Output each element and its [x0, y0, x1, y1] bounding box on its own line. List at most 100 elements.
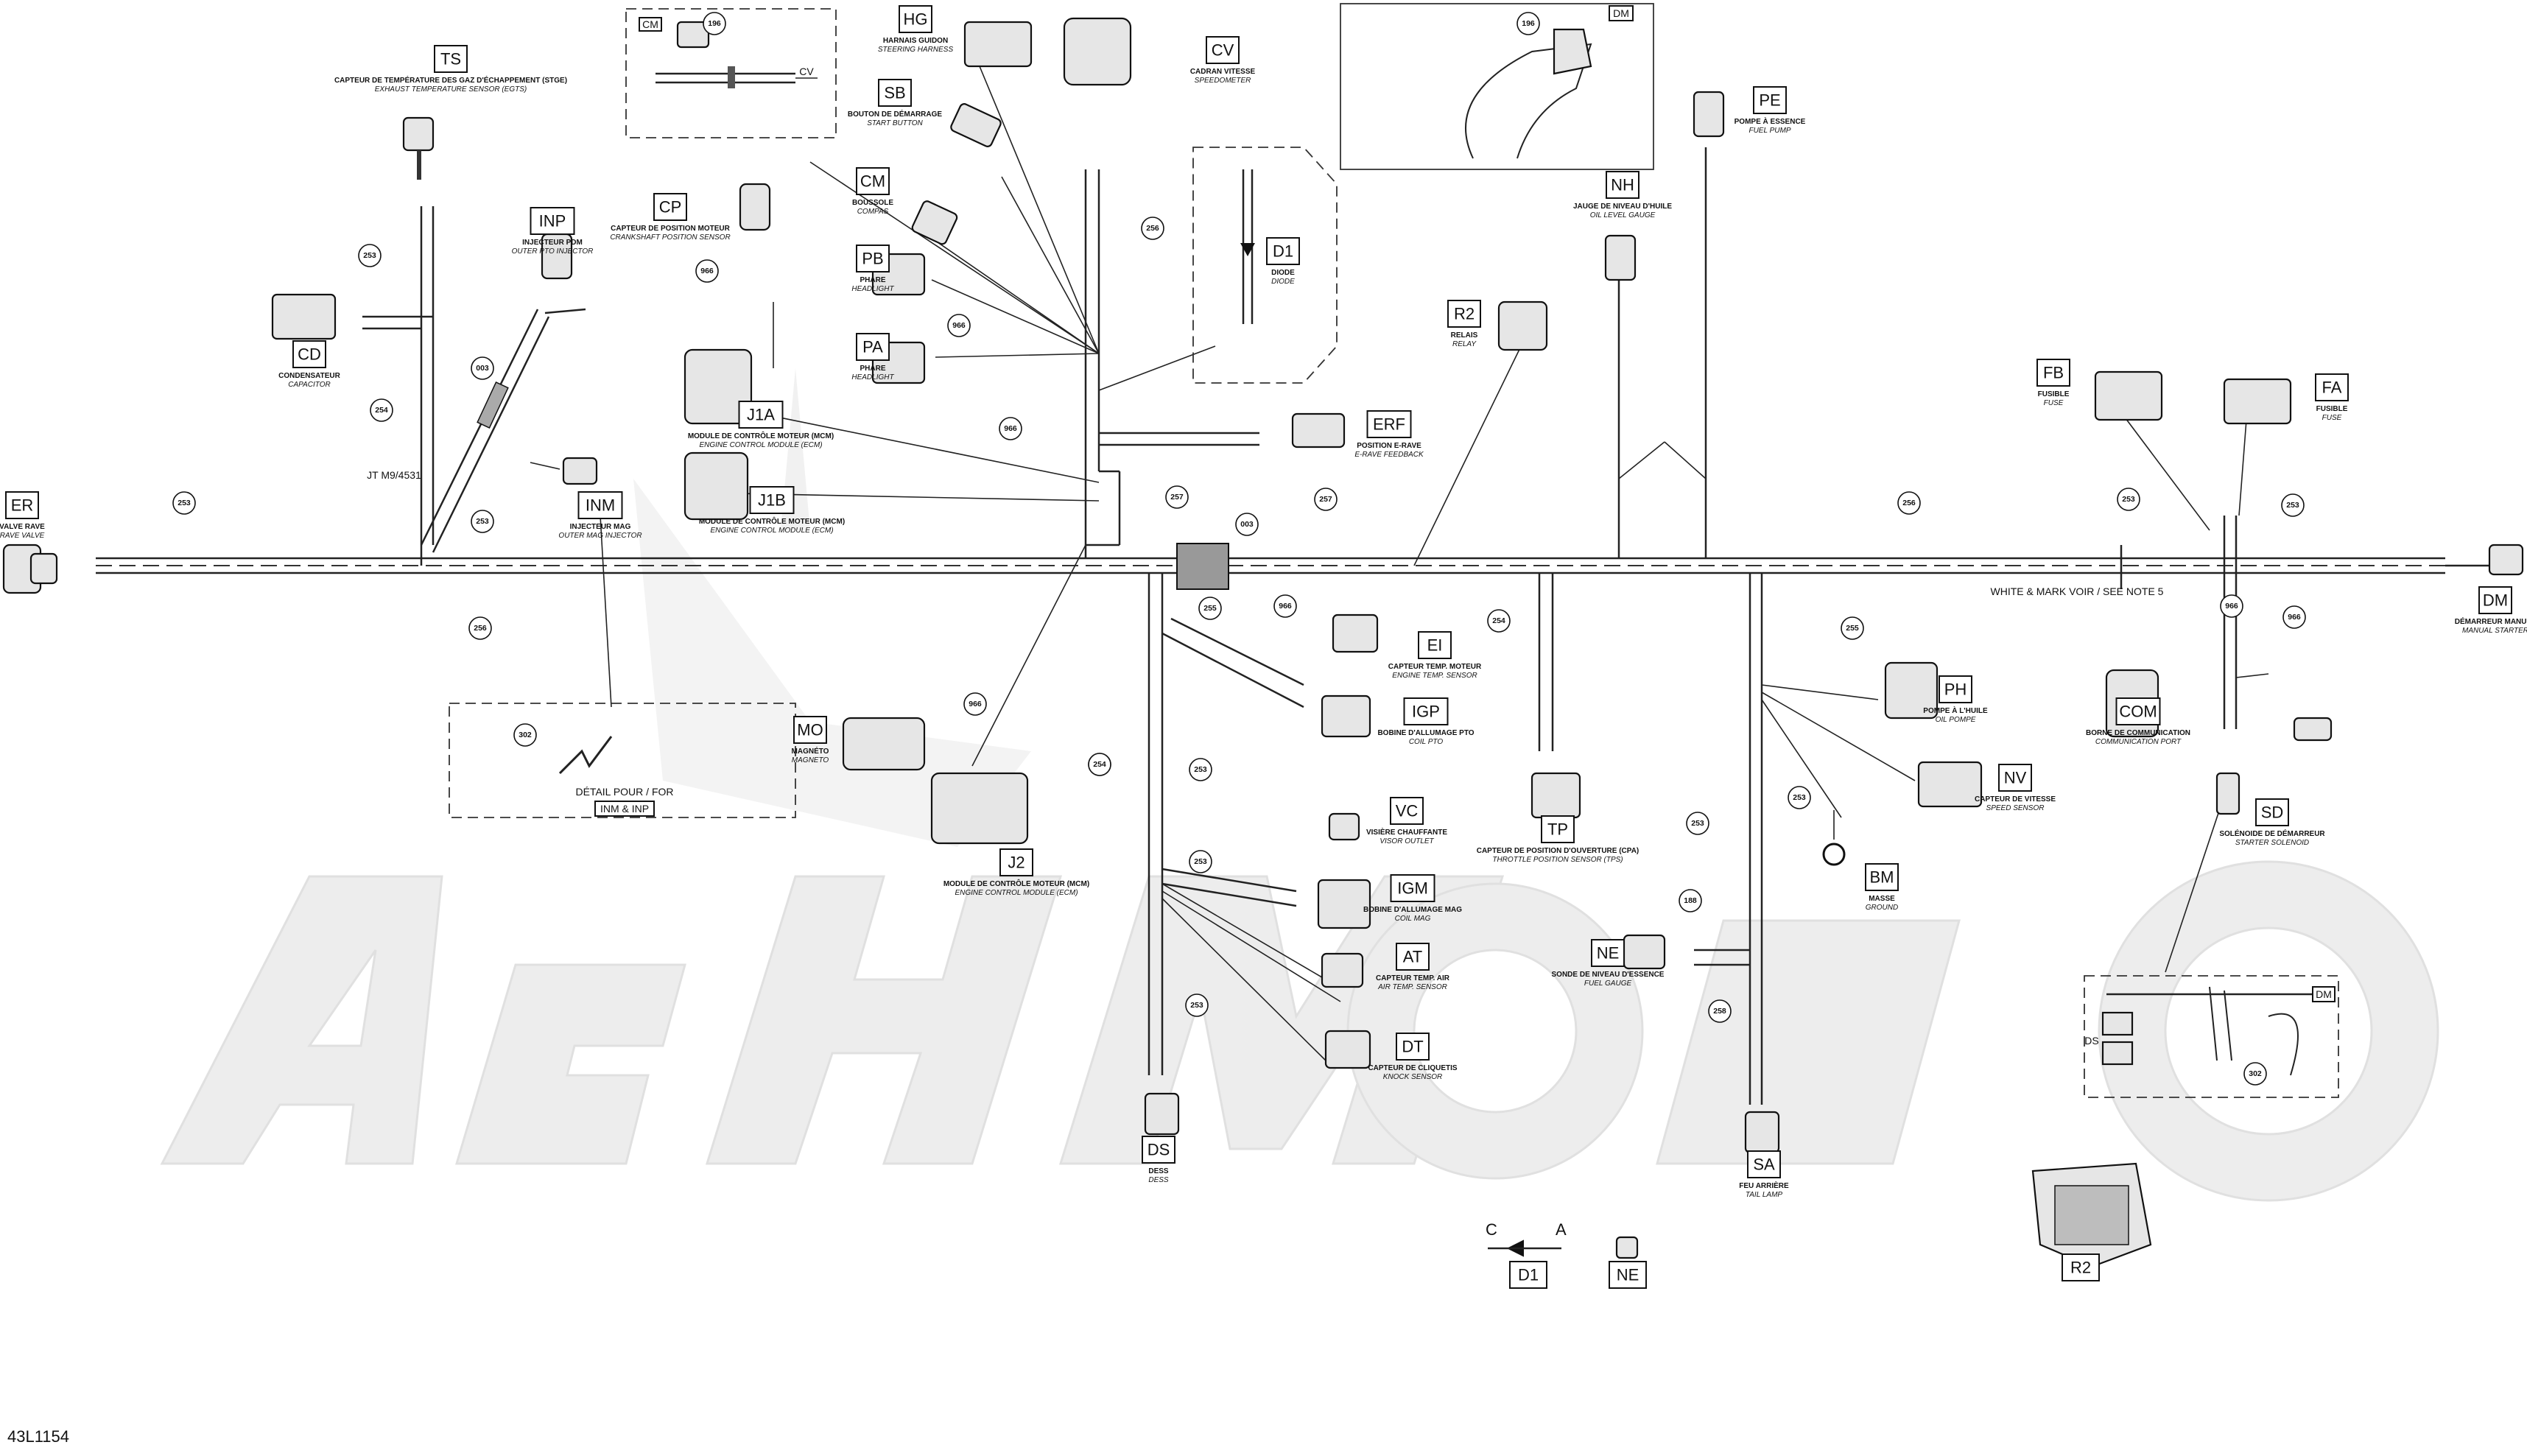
circle-ref-ring [947, 314, 971, 337]
circle-ref-253: 253 [471, 510, 494, 533]
label-fr: FEU ARRIÈRE [1739, 1181, 1789, 1190]
label-code: DM [2483, 591, 2508, 610]
circle-ref-ring [2281, 493, 2305, 517]
circle-ref-966: 966 [999, 417, 1022, 440]
circle-ref-ring [1487, 609, 1511, 633]
circle-ref-ring [1516, 12, 1540, 35]
circle-ref-253: 253 [1189, 850, 1212, 873]
label-box [2036, 359, 2070, 387]
ph-connector [1884, 661, 1939, 720]
diode-a-label: A [1556, 1220, 1567, 1239]
label-box [1418, 631, 1452, 659]
dm-connector [2488, 544, 2524, 576]
circle-ref-ring [2243, 1062, 2267, 1086]
detail-inm-note: DÉTAIL POUR / FOR [575, 786, 673, 798]
label-fr: CAPTEUR DE POSITION D'OUVERTURE (CPA) [1477, 847, 1639, 855]
circle-ref-number: 254 [1492, 616, 1505, 625]
label-box [1606, 171, 1639, 199]
sb-connector [950, 103, 1002, 147]
label-fr: CAPTEUR DE TEMPÉRATURE DES GAZ D'ÉCHAPPE… [334, 75, 567, 85]
main-harness [96, 147, 2489, 1105]
label-code: INM [586, 496, 615, 515]
circle-ref-ring [1165, 485, 1189, 509]
label-box [856, 333, 890, 361]
label-en: OIL POMPE [1936, 716, 1976, 724]
label-box [749, 486, 795, 514]
circle-ref-ring [1189, 758, 1212, 781]
label-box [999, 848, 1033, 876]
label-box [1939, 675, 1972, 703]
label-en: START BUTTON [867, 119, 923, 127]
label-en: STARTER SOLENOID [2235, 839, 2309, 847]
label-en: OUTER MAG INJECTOR [558, 532, 642, 540]
cm-connector [911, 200, 958, 245]
label-code: ER [11, 496, 34, 515]
label-code: SD [2261, 803, 2284, 822]
circle-ref-253: 253 [1185, 993, 1209, 1017]
jt-note: JT M9/4531 [367, 469, 421, 481]
label-fr: MODULE DE CONTRÔLE MOTEUR (MCM) [699, 516, 845, 526]
circle-ref-ring [1189, 850, 1212, 873]
label-box [878, 79, 912, 107]
label-box [1447, 300, 1481, 328]
document-ref: 43L1154 [7, 1427, 69, 1446]
circle-ref-ring [468, 616, 492, 640]
label-en: AIR TEMP. SENSOR [1377, 983, 1447, 991]
label-box [1747, 1150, 1781, 1178]
label-fr: JAUGE DE NIVEAU D'HUILE [1573, 203, 1672, 211]
label-box [2255, 798, 2289, 826]
circle-ref-number: 966 [1279, 602, 1292, 611]
label-en: COMMUNICATION PORT [2095, 738, 2182, 746]
label-code: CD [298, 345, 321, 364]
circle-ref-ring [2282, 605, 2306, 629]
detail-boxes [449, 3, 2339, 1098]
label-en: RELAY [1452, 340, 1477, 348]
ne-symbol [1615, 1236, 1639, 1259]
label-fr: CAPTEUR TEMP. AIR [1376, 974, 1450, 982]
circle-ref-253: 253 [172, 491, 196, 515]
circle-ref-number: 253 [363, 251, 376, 260]
cv-connector [1063, 17, 1132, 86]
dt-connector [1324, 1030, 1371, 1069]
label-en: COIL PTO [1409, 738, 1444, 746]
circle-ref-ring [963, 692, 987, 716]
label-code: J1A [747, 406, 775, 424]
label-en: ENGINE CONTROL MODULE (ECM) [710, 527, 833, 535]
circle-ref-ring [172, 491, 196, 515]
label-box [1591, 939, 1625, 967]
label-code: ERF [1373, 415, 1405, 434]
label-fr: VALVE RAVE [0, 523, 45, 531]
circle-ref-number: 302 [519, 731, 532, 739]
ds-connector [1144, 1092, 1180, 1136]
label-fr: BOBINE D'ALLUMAGE PTO [1377, 729, 1474, 737]
label-fr: BOBINE D'ALLUMAGE MAG [1363, 906, 1462, 914]
circle-ref-188: 188 [1679, 889, 1702, 912]
label-box [1142, 1136, 1175, 1164]
label-box [1390, 797, 1424, 825]
label-box [1396, 943, 1430, 971]
label-en: OIL LEVEL GAUGE [1590, 211, 1656, 219]
label-code: IGM [1397, 879, 1428, 898]
circle-ref-ring [1314, 488, 1338, 511]
label-ts: TS CAPTEUR DE TEMPÉRATURE DES GAZ D'ÉCHAP… [334, 45, 567, 94]
label-en: TAIL LAMP [1746, 1191, 1783, 1199]
label-code: TS [440, 50, 461, 68]
circle-ref-ring [1708, 999, 1732, 1023]
circle-ref-number: 257 [1319, 495, 1332, 504]
at-connector [1321, 952, 1364, 988]
label-fr: INJECTEUR PDM [522, 239, 583, 247]
circle-ref-number: 255 [1846, 624, 1859, 633]
circle-ref-ring [1841, 616, 1864, 640]
circle-ref-number: 253 [476, 517, 489, 526]
